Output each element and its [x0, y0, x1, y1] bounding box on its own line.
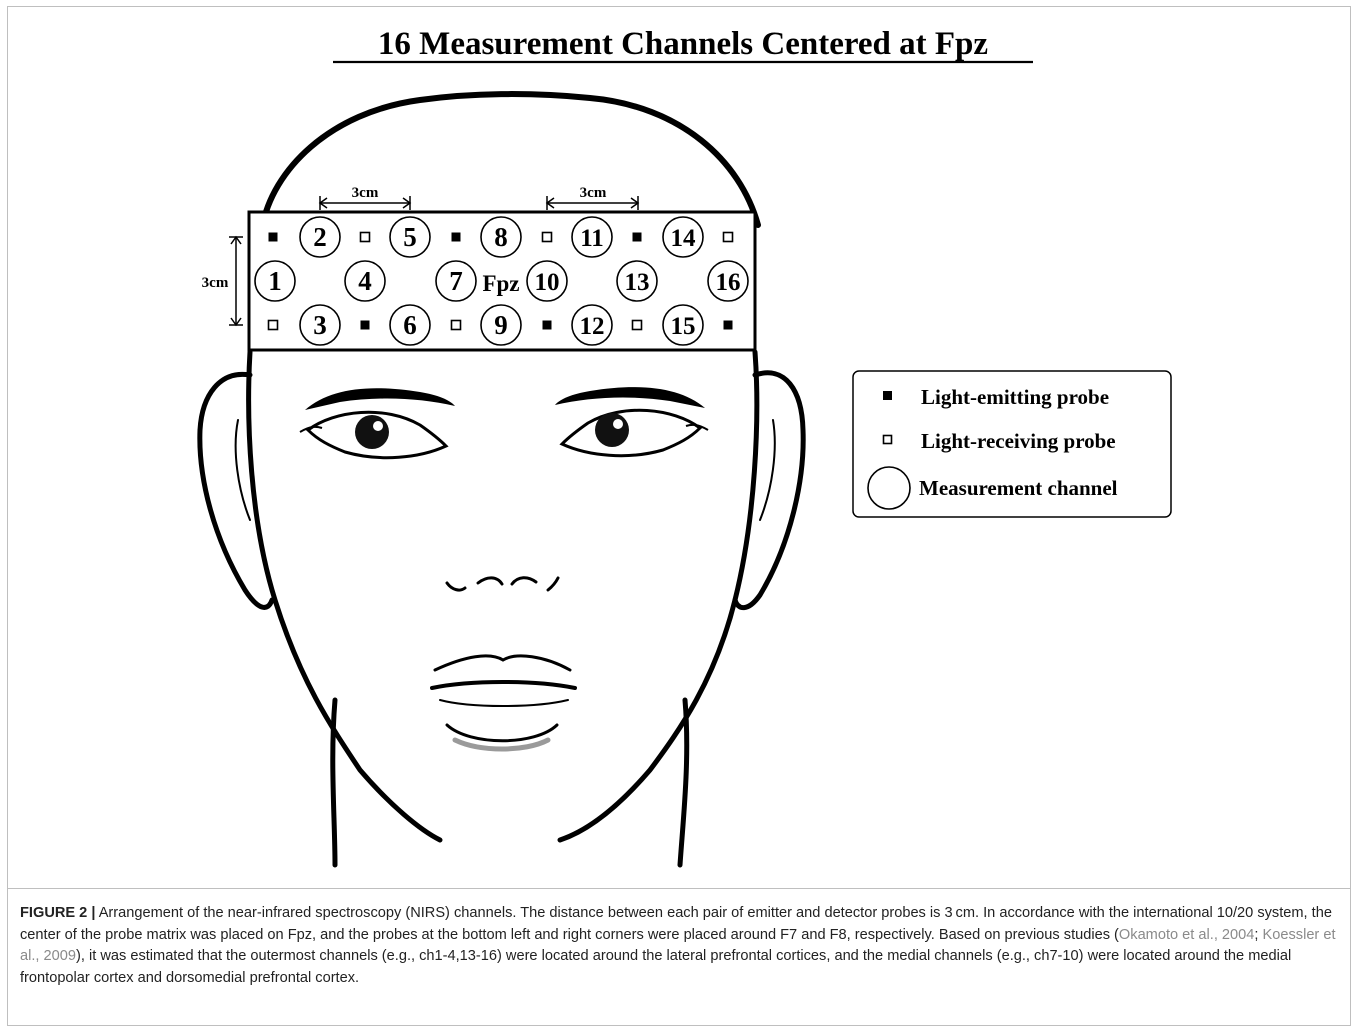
legend-emitter-symbol	[883, 391, 892, 400]
caption-label: FIGURE 2 |	[20, 905, 95, 921]
measurement-channel-1: 1	[255, 261, 295, 301]
left-eye	[300, 412, 446, 457]
citation-link-okamoto[interactable]: Okamoto et al., 2004	[1119, 927, 1254, 943]
measurement-channel-3: 3	[300, 305, 340, 345]
figure-caption: FIGURE 2 | Arrangement of the near-infra…	[20, 903, 1338, 989]
measurement-channel-16: 16	[708, 261, 748, 301]
channel-number: 7	[449, 266, 463, 296]
channel-number: 3	[313, 310, 327, 340]
dimension-label-top-right: 3cm	[580, 185, 607, 201]
channel-number: 9	[494, 310, 508, 340]
receiver-probe	[452, 321, 461, 330]
receiver-probe	[724, 233, 733, 242]
measurement-channel-6: 6	[390, 305, 430, 345]
fpz-label: Fpz	[482, 271, 519, 296]
measurement-channel-15: 15	[663, 305, 703, 345]
receiver-probe	[361, 233, 370, 242]
right-eye	[562, 410, 708, 455]
legend-channel-symbol	[868, 467, 910, 509]
measurement-channel-9: 9	[481, 305, 521, 345]
channel-number: 10	[535, 269, 560, 296]
measurement-channel-8: 8	[481, 217, 521, 257]
measurement-channel-10: 10	[527, 261, 567, 301]
left-ear	[200, 374, 272, 607]
measurement-channel-5: 5	[390, 217, 430, 257]
channel-number: 11	[580, 225, 604, 252]
channel-number: 14	[671, 225, 697, 252]
nose	[447, 578, 558, 590]
mouth	[432, 656, 575, 749]
emitter-probe	[724, 321, 733, 330]
emitter-probe	[269, 233, 278, 242]
channel-number: 15	[671, 313, 696, 340]
measurement-channel-12: 12	[572, 305, 612, 345]
channel-number: 13	[625, 269, 650, 296]
emitter-probe	[543, 321, 552, 330]
channel-number: 5	[403, 222, 417, 252]
channel-number: 12	[580, 313, 605, 340]
dimension-label-side: 3cm	[202, 275, 229, 291]
emitter-probe	[361, 321, 370, 330]
right-ear	[735, 373, 803, 608]
emitter-probe	[452, 233, 461, 242]
dimension-side	[229, 237, 243, 325]
caption-citation-separator: ;	[1254, 927, 1262, 943]
channel-number: 1	[268, 266, 282, 296]
caption-text-part2: ), it was estimated that the outermost c…	[20, 948, 1291, 986]
receiver-probe	[633, 321, 642, 330]
measurement-channel-4: 4	[345, 261, 385, 301]
figure-title: 16 Measurement Channels Centered at Fpz	[378, 26, 988, 62]
receiver-probe	[543, 233, 552, 242]
measurement-channel-13: 13	[617, 261, 657, 301]
left-eyebrow	[305, 388, 455, 410]
channel-number: 2	[313, 222, 327, 252]
measurement-channel-2: 2	[300, 217, 340, 257]
legend-receiver-symbol	[884, 436, 892, 444]
figure-illustration: 16 Measurement Channels Centered at Fpz	[0, 0, 1358, 890]
dimension-label-top-left: 3cm	[352, 185, 379, 201]
measurement-channel-7: 7	[436, 261, 476, 301]
channel-number: 6	[403, 310, 417, 340]
legend-emitter-label: Light-emitting probe	[921, 385, 1109, 409]
legend-receiver-label: Light-receiving probe	[921, 429, 1116, 453]
right-eyebrow	[555, 387, 705, 408]
emitter-probe	[633, 233, 642, 242]
receiver-probe	[269, 321, 278, 330]
measurement-channel-14: 14	[663, 217, 703, 257]
channel-number: 4	[358, 266, 372, 296]
channel-number: 16	[716, 269, 741, 296]
measurement-channel-11: 11	[572, 217, 612, 257]
channel-number: 8	[494, 222, 508, 252]
legend-channel-label: Measurement channel	[919, 476, 1118, 500]
